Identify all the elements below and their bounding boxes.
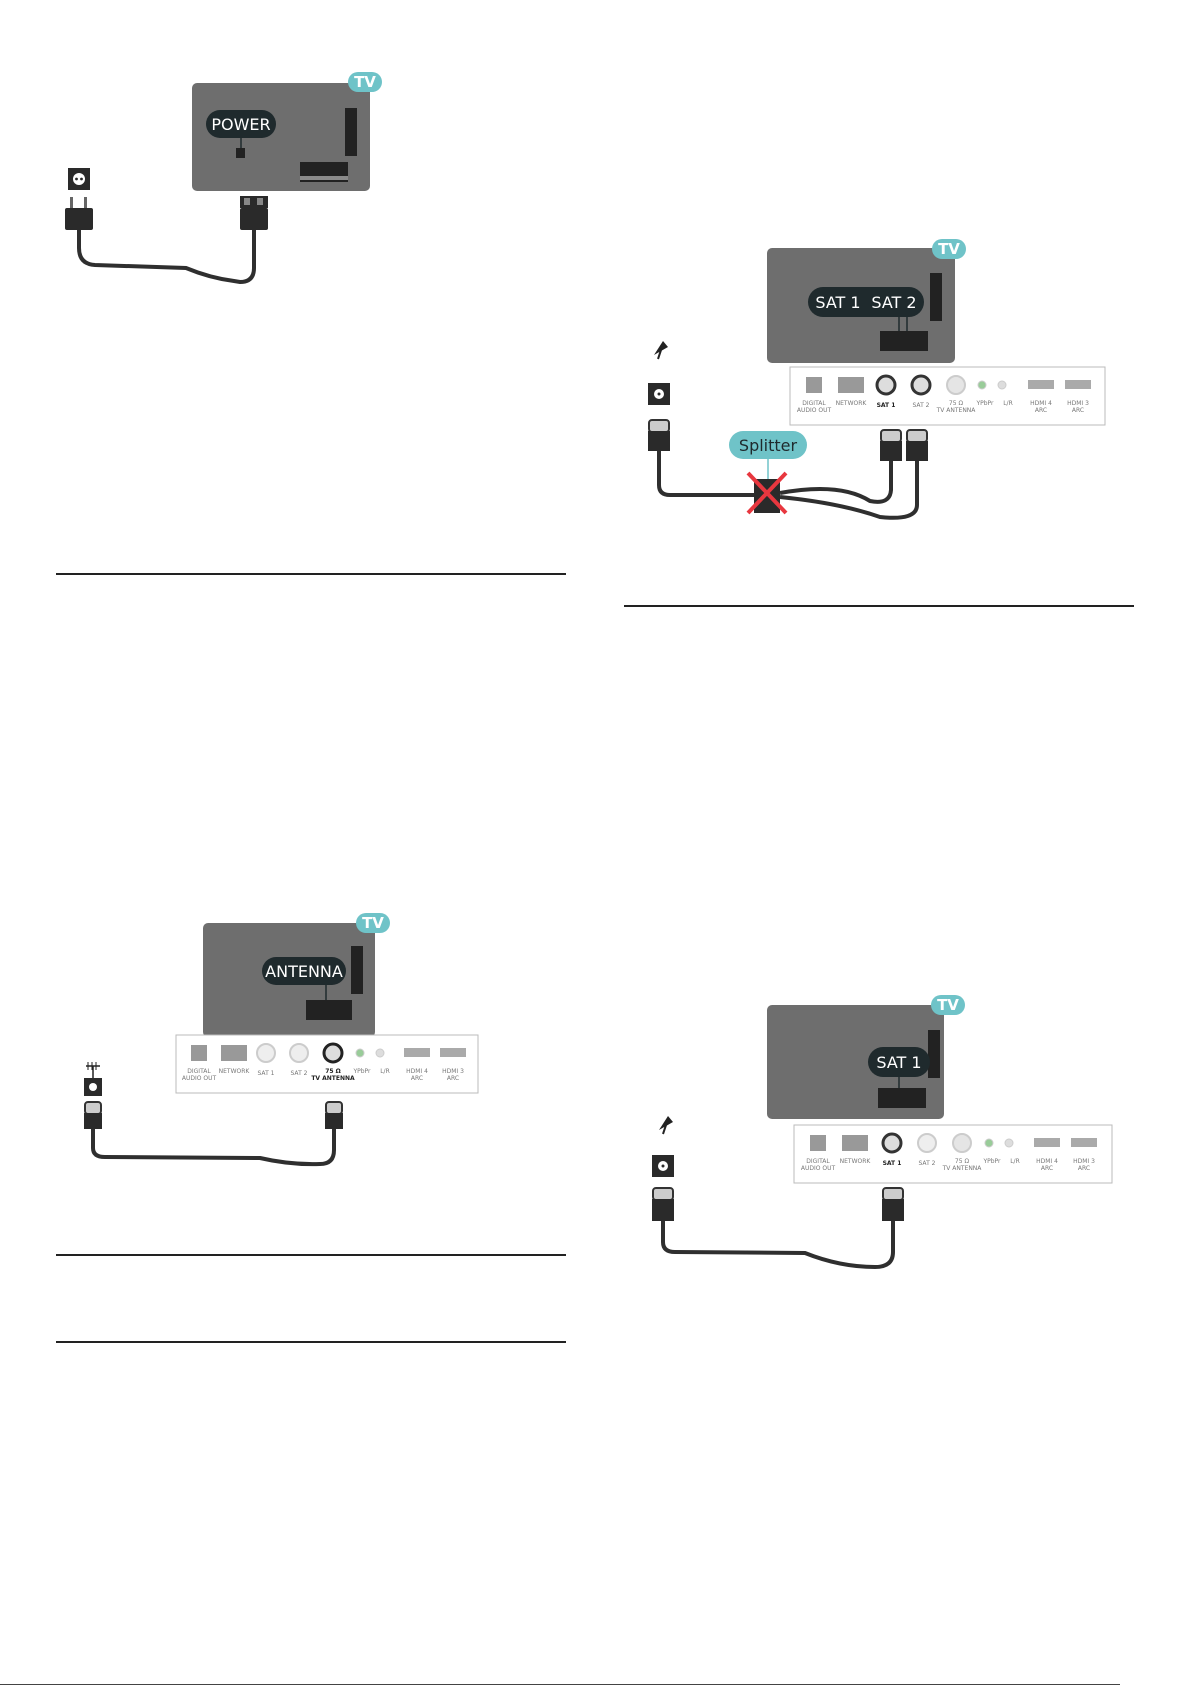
svg-text:SAT 2: SAT 2 [291,1070,308,1077]
svg-text:NETWORK: NETWORK [219,1068,251,1075]
power-callout: POWER [206,110,276,158]
satellite-dish-icon [648,341,670,405]
svg-text:SAT 1: SAT 1 [815,293,860,312]
svg-text:AUDIO OUT: AUDIO OUT [801,1165,836,1172]
section-divider [56,1254,566,1256]
svg-text:TV: TV [937,996,959,1014]
svg-text:DIGITAL: DIGITAL [187,1068,211,1075]
svg-text:75 Ω: 75 Ω [325,1068,341,1075]
antenna-callout: ANTENNA [262,957,346,1000]
svg-text:SAT 2: SAT 2 [913,402,930,409]
coax-plug-icon [84,1101,102,1129]
coax-plug-icon [880,429,902,461]
svg-text:YPbPr: YPbPr [982,1158,1001,1165]
section-divider [56,1341,566,1343]
svg-text:75 Ω: 75 Ω [949,400,964,407]
svg-text:SAT 1: SAT 1 [258,1070,275,1077]
svg-text:TV: TV [362,914,384,932]
coax-plug-icon [325,1101,343,1129]
power-cable [77,230,256,285]
svg-text:HDMI 4: HDMI 4 [406,1068,428,1075]
svg-text:HDMI 3: HDMI 3 [442,1068,464,1075]
svg-text:L/R: L/R [1010,1158,1020,1165]
svg-text:DIGITAL: DIGITAL [806,1158,830,1165]
svg-text:HDMI 4: HDMI 4 [1036,1158,1058,1165]
section-divider [56,573,566,575]
coax-cable [661,1221,895,1270]
svg-text:TV ANTENNA: TV ANTENNA [311,1075,355,1082]
svg-text:SAT 1: SAT 1 [876,1053,921,1072]
port-panel: DIGITAL AUDIO OUT NETWORK SAT 1 SAT 2 75… [789,366,1106,426]
coax-plug-icon [648,419,670,451]
svg-text:NETWORK: NETWORK [836,400,868,407]
svg-text:ARC: ARC [1078,1165,1090,1172]
svg-text:POWER: POWER [211,115,270,134]
svg-text:75 Ω: 75 Ω [955,1158,970,1165]
svg-text:AUDIO OUT: AUDIO OUT [797,407,832,414]
satellite-splitter-figure: TV SAT 1 SAT 2 DIGITAL AUDIO OUT NETWORK… [648,239,1106,520]
coax-plug-icon [906,429,928,461]
svg-text:ARC: ARC [447,1075,459,1082]
svg-text:SAT 2: SAT 2 [919,1160,936,1167]
antenna-connection-figure: TV ANTENNA DIGITAL AUDIO OUT NETWORK SAT… [84,913,479,1167]
coax-cable [657,451,760,497]
svg-text:NETWORK: NETWORK [840,1158,872,1165]
section-divider [624,605,1134,607]
coax-cable [779,461,893,504]
coax-cable [779,461,919,520]
power-connection-figure: TV POWER [65,72,382,285]
wall-socket-icon [68,168,90,190]
svg-text:SAT 1: SAT 1 [883,1160,902,1167]
svg-text:YPbPr: YPbPr [352,1068,371,1075]
coax-plug-icon [652,1187,674,1221]
splitter-callout: Splitter [729,431,807,479]
svg-text:ANTENNA: ANTENNA [265,962,343,981]
coax-cable [91,1129,336,1167]
svg-text:HDMI 3: HDMI 3 [1073,1158,1095,1165]
tv-badge: TV [932,239,966,259]
tv-badge: TV [931,995,965,1015]
svg-text:L/R: L/R [380,1068,390,1075]
svg-text:TV: TV [354,73,376,91]
satellite-dish-icon [652,1116,674,1177]
svg-text:L/R: L/R [1003,400,1013,407]
sat-callout: SAT 1 SAT 2 [808,287,924,331]
svg-text:SAT 1: SAT 1 [877,402,896,409]
svg-text:HDMI 3: HDMI 3 [1067,400,1089,407]
svg-text:SAT 2: SAT 2 [871,293,916,312]
svg-text:YPbPr: YPbPr [975,400,994,407]
satellite-connection-figure: TV SAT 1 DIGITAL AUDIO OUT NETWORK SAT 1… [652,995,1113,1270]
svg-text:HDMI 4: HDMI 4 [1030,400,1052,407]
tv-badge: TV [348,72,382,92]
tv-badge: TV [356,913,390,933]
coax-plug-icon [882,1187,904,1221]
svg-text:TV ANTENNA: TV ANTENNA [936,407,977,414]
svg-text:ARC: ARC [411,1075,423,1082]
tv-antenna-icon [84,1062,102,1096]
svg-text:AUDIO OUT: AUDIO OUT [182,1075,217,1082]
svg-text:Splitter: Splitter [739,436,798,455]
power-connector-icon [240,196,268,230]
not-allowed-cross-icon [746,471,788,515]
svg-text:ARC: ARC [1035,407,1047,414]
svg-text:ARC: ARC [1072,407,1084,414]
sat1-callout: SAT 1 [868,1047,930,1088]
port-panel: DIGITAL AUDIO OUT NETWORK SAT 1 SAT 2 75… [175,1034,479,1094]
svg-text:DIGITAL: DIGITAL [802,400,826,407]
port-panel: DIGITAL AUDIO OUT NETWORK SAT 1 SAT 2 75… [793,1124,1113,1184]
svg-text:ARC: ARC [1041,1165,1053,1172]
svg-text:TV: TV [938,240,960,258]
power-plug-icon [65,197,93,230]
svg-text:TV ANTENNA: TV ANTENNA [942,1165,983,1172]
